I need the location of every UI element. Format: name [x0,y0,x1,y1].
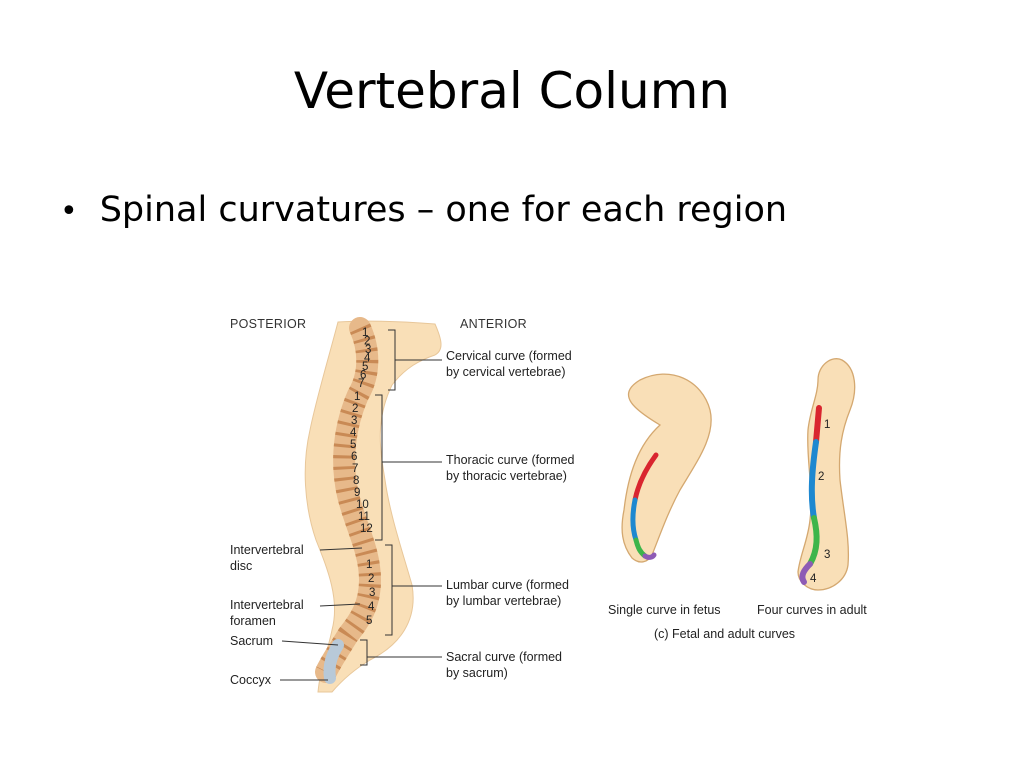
vertebra-number: 1 [366,559,372,571]
adult-curve-number-3: 3 [824,549,830,561]
figure-canvas: POSTERIOR ANTERIOR Cervical curve (forme… [230,317,867,693]
vertebra-number: 10 [356,499,369,511]
page-title: Vertebral Column [293,62,731,120]
coccyx-label: Coccyx [230,673,272,687]
vertebra-number: 4 [350,427,357,439]
adult-curve-number-1: 1 [824,419,830,431]
vertebra-number: 6 [351,451,357,463]
vertebra-number: 5 [350,439,356,451]
vertebra-number: 12 [360,523,373,535]
vertebra-number: 7 [358,378,364,390]
intervertebral-foramen-label-line2: foramen [230,614,276,628]
adult-curve-number-4: 4 [810,573,817,585]
lumbar-curve-label-line1: Lumbar curve (formed [446,578,569,592]
fetus-illustration [621,373,712,563]
cervical-curve-label-line1: Cervical curve (formed [446,349,572,363]
adult-caption: Four curves in adult [757,603,867,617]
vertebra-number: 3 [365,344,371,356]
thoracic-curve-label-line2: by thoracic vertebrae) [446,469,567,483]
lumbar-curve-label-line2: by lumbar vertebrae) [446,594,561,608]
bullet-text: Spinal curvatures – one for each region [99,190,788,230]
posterior-label: POSTERIOR [230,317,306,331]
vertebra-number: 5 [362,361,368,373]
vertebra-number: 11 [358,511,370,523]
vertebra-number: 8 [353,475,359,487]
vertebra-number: 4 [368,601,375,613]
intervertebral-foramen-label-line1: Intervertebral [230,598,304,612]
bullet-item: • Spinal curvatures – one for each regio… [60,190,787,230]
sacral-curve-label-line2: by sacrum) [446,666,508,680]
sacral-curve-label-line1: Sacral curve (formed [446,650,562,664]
bullet-dot-icon: • [60,194,78,229]
vertebra-number: 3 [369,587,375,599]
vertebra-number: 4 [364,353,371,365]
thoracic-curve-label-line1: Thoracic curve (formed [446,453,575,467]
sacrum-label: Sacrum [230,634,273,648]
vertebral-column-figure: POSTERIOR ANTERIOR Cervical curve (forme… [220,300,900,700]
vertebra-number: 7 [352,463,358,475]
vertebra-number: 9 [354,487,360,499]
adult-illustration [797,358,856,591]
vertebra-number: 5 [366,615,372,627]
cervical-curve-label-line2: by cervical vertebrae) [446,365,566,379]
vertebra-number: 2 [364,336,370,348]
vertebra-number: 1 [354,391,360,403]
fetus-caption: Single curve in fetus [608,603,721,617]
vertebra-number: 6 [360,370,366,382]
intervertebral-disc-label-line1: Intervertebral [230,543,304,557]
anterior-label: ANTERIOR [460,317,527,331]
vertebra-number: 1 [362,327,368,339]
vertebra-number: 3 [351,415,357,427]
spine-vertebrae [315,317,382,684]
panel-caption: (c) Fetal and adult curves [654,627,795,641]
intervertebral-disc-label-line2: disc [230,559,252,573]
body-silhouette [304,320,442,693]
adult-curve-number-2: 2 [818,471,824,483]
vertebra-number: 2 [352,403,358,415]
vertebra-number: 2 [368,573,374,585]
